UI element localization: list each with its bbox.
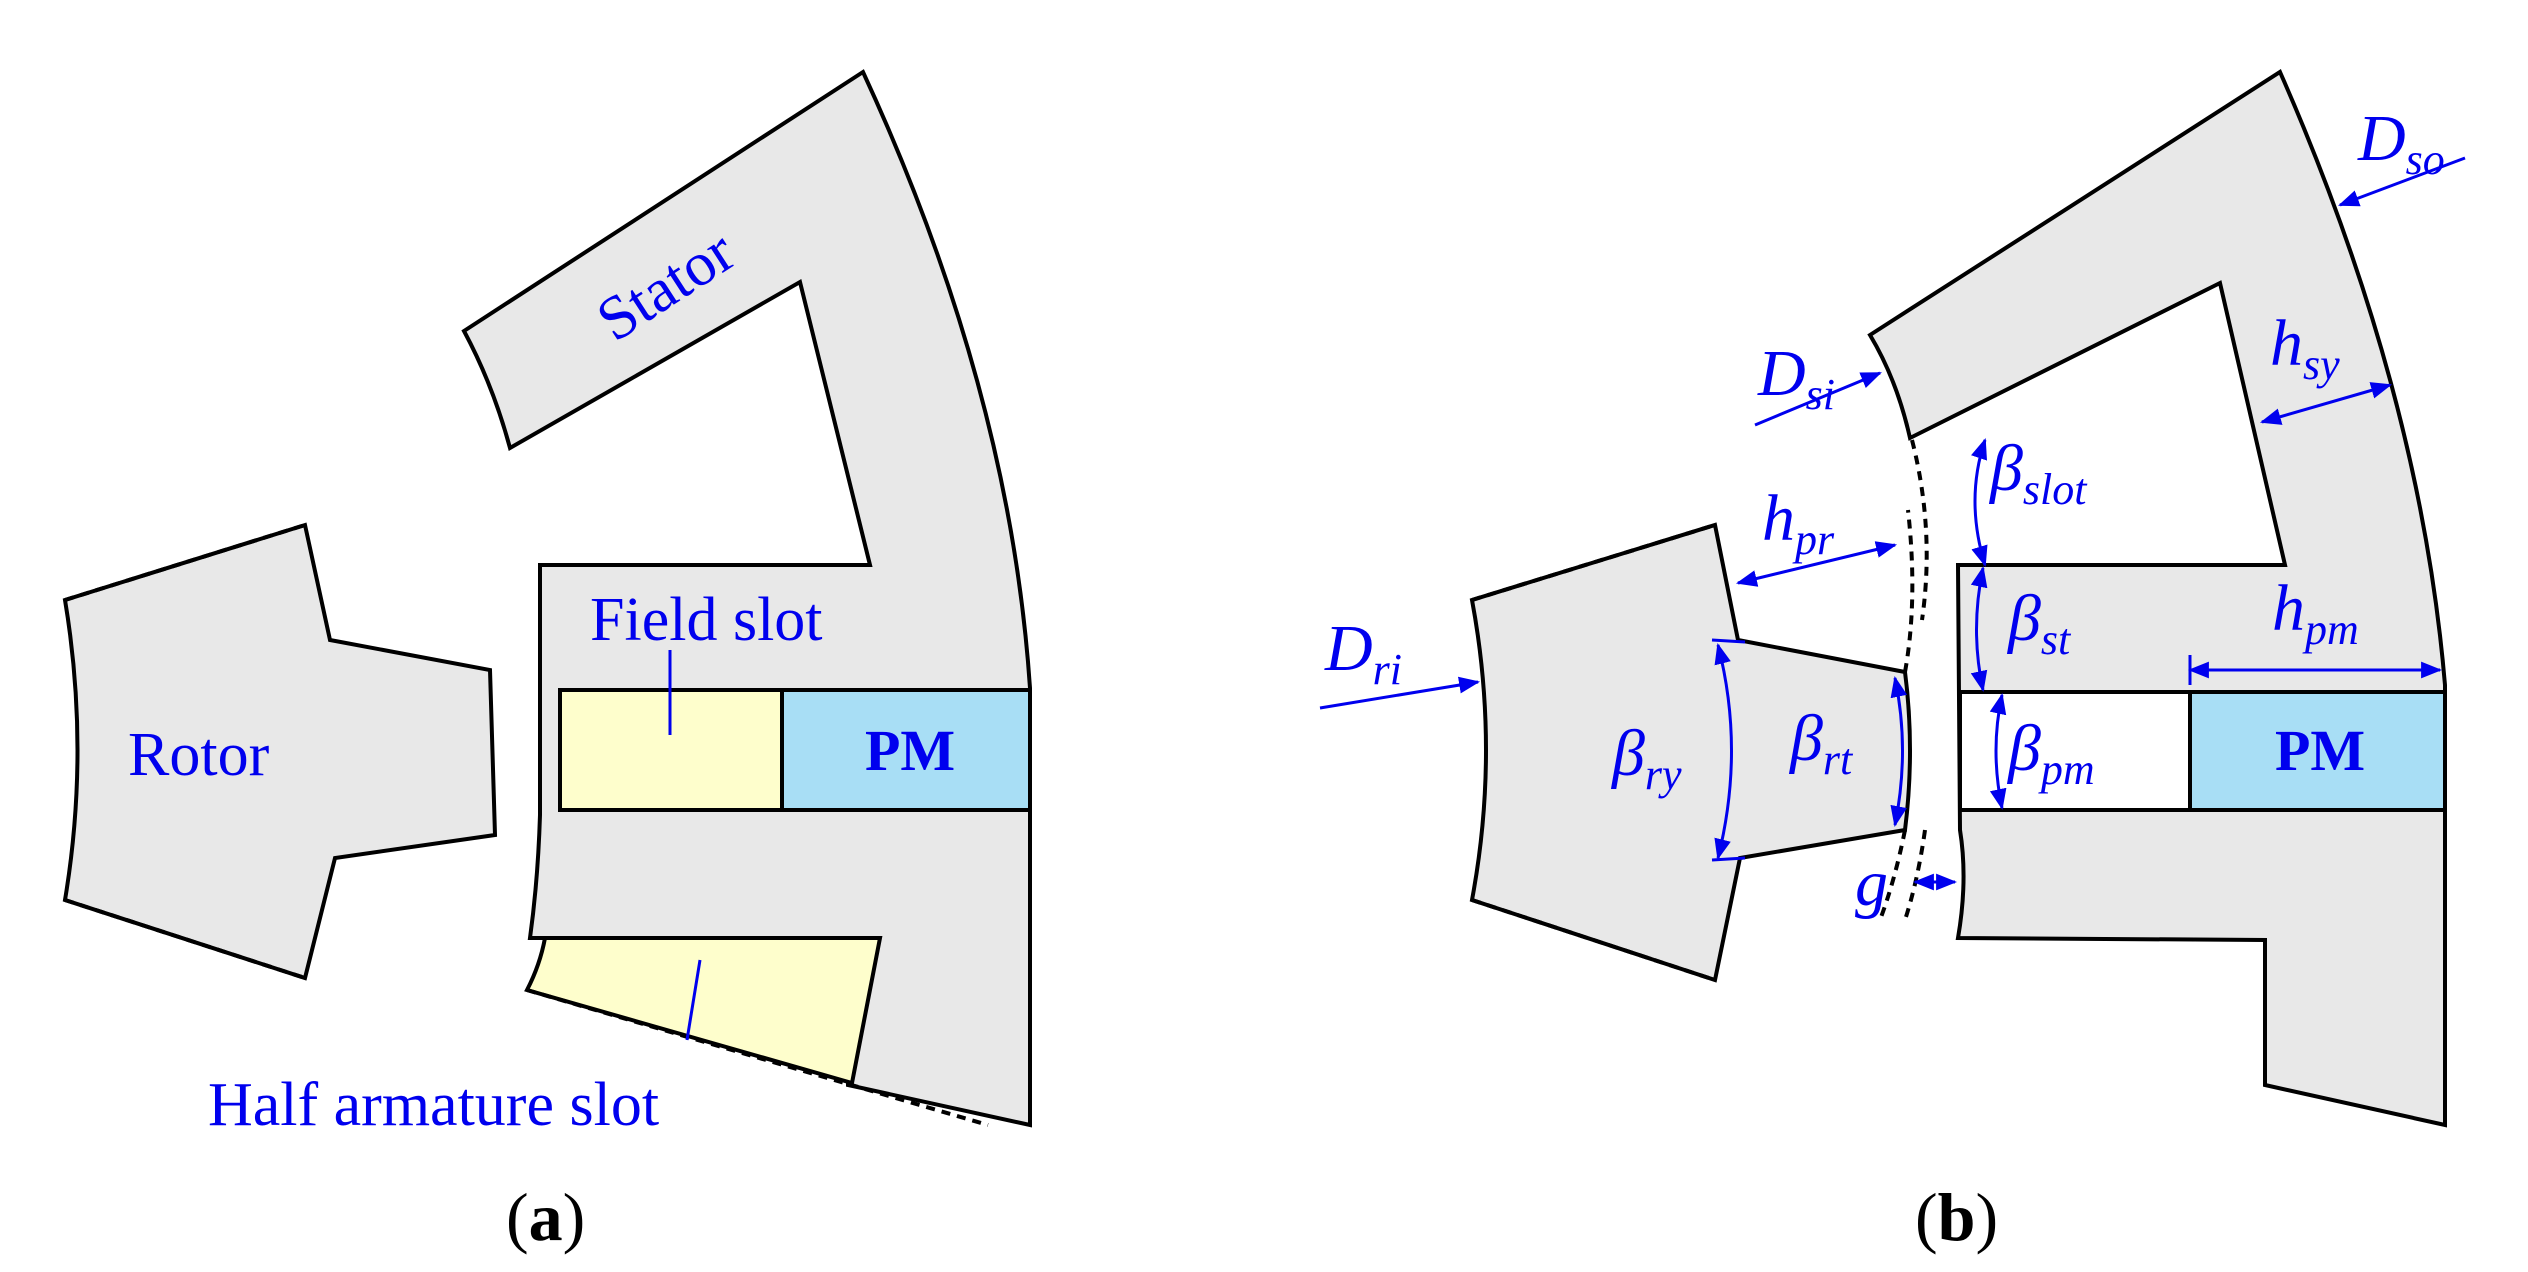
half-armature-slot-a	[524, 936, 883, 1086]
rotor-a	[62, 522, 498, 981]
label-beta-ry: βry	[1610, 717, 1682, 799]
label-d-ri: Dri	[1324, 612, 1402, 694]
rotor-b	[1469, 522, 1912, 983]
pm-label-a: PM	[865, 718, 955, 783]
label-d-si: Dsi	[1757, 337, 1835, 419]
panel-b: Dso Dsi hsy βslot hpr βst hpm Dri βry βr…	[1319, 69, 2466, 1255]
panel-a: Stator Field slot PM Rotor Half armature…	[62, 69, 1032, 1255]
stator-b	[1867, 69, 2447, 1128]
pm-a	[780, 688, 1032, 812]
label-h-sy: hsy	[2270, 307, 2340, 389]
label-h-pm: hpm	[2272, 572, 2359, 654]
pm-label-b: PM	[2275, 718, 2365, 783]
caption-a: (a)	[506, 1179, 585, 1255]
label-beta-rt: βrt	[1788, 702, 1854, 784]
label-h-pr: hpr	[1762, 482, 1835, 564]
label-d-so: Dso	[2357, 102, 2445, 184]
rotor-label: Rotor	[128, 721, 270, 789]
label-beta-pm: βpm	[2006, 712, 2095, 794]
label-beta-st: βst	[2006, 582, 2072, 664]
field-slot-label: Field slot	[590, 586, 823, 654]
label-beta-slot: βslot	[1988, 432, 2088, 514]
caption-b: (b)	[1915, 1179, 1998, 1255]
label-g: g	[1855, 847, 1888, 920]
pm-b	[2188, 690, 2447, 812]
half-armature-slot-label: Half armature slot	[208, 1071, 659, 1139]
